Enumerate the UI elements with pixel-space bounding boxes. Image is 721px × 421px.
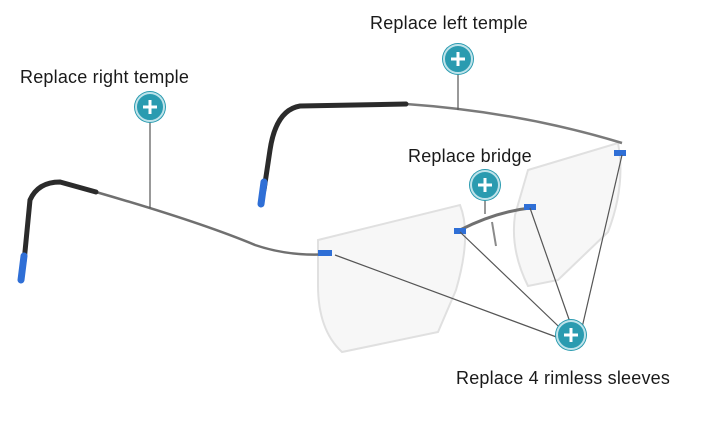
replace-sleeves-button[interactable]	[556, 320, 586, 350]
plus-icon	[143, 100, 157, 114]
sleeve-right-inner	[454, 228, 466, 234]
plus-icon	[564, 328, 578, 342]
replace-bridge-button[interactable]	[470, 170, 500, 200]
plus-icon	[451, 52, 465, 66]
left-temple-tip	[261, 101, 409, 193]
leader-sleeve-1	[334, 254, 579, 346]
nose-pad	[491, 221, 497, 247]
sleeve-left-inner	[524, 204, 536, 210]
bridge-label: Replace bridge	[408, 146, 532, 166]
right-lens	[317, 203, 467, 354]
replace-right-temple-button[interactable]	[135, 92, 165, 122]
right-temple-end	[17, 252, 28, 284]
leader-sleeve-4	[577, 154, 623, 346]
bridge-bar	[459, 206, 531, 232]
left-temple-end	[257, 178, 268, 208]
sleeves-label: Replace 4 rimless sleeves	[456, 368, 671, 388]
left-temple-label: Replace left temple	[370, 13, 528, 33]
sleeve-left-outer	[614, 150, 626, 156]
sleeve-right-outer	[318, 250, 332, 256]
replace-left-temple-button[interactable]	[443, 44, 473, 74]
right-temple-tip	[21, 179, 99, 265]
plus-icon	[478, 178, 492, 192]
left-temple-arm	[405, 102, 623, 145]
right-temple-arm	[95, 190, 331, 256]
right-temple-label: Replace right temple	[20, 67, 190, 87]
